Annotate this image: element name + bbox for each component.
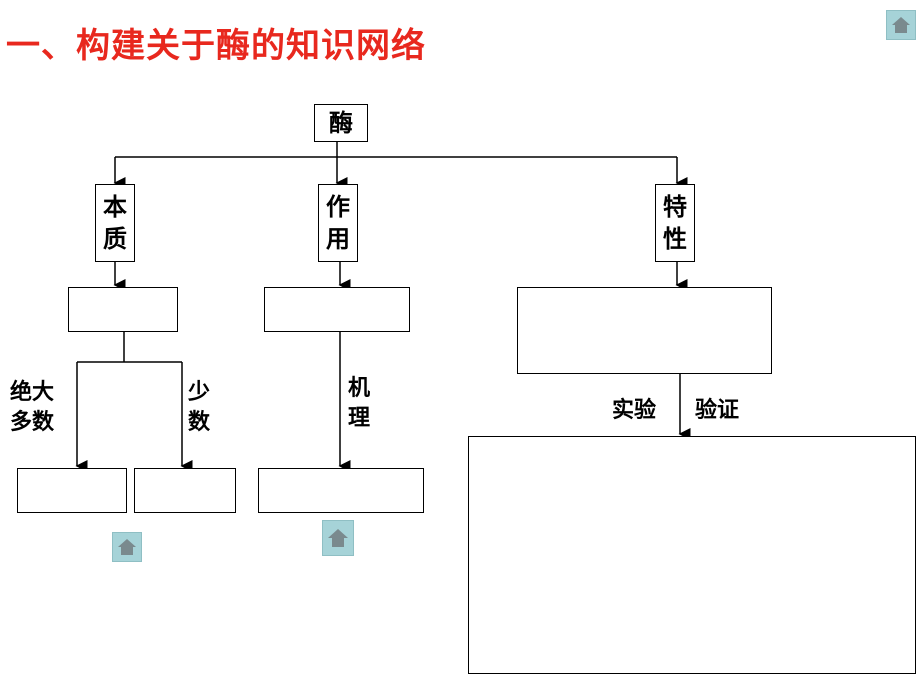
answer-box-minority[interactable] <box>134 468 236 513</box>
label-verify: 验证 <box>695 398 740 423</box>
branch-label-property: 特 性 <box>663 193 687 253</box>
home-icon <box>328 529 348 547</box>
answer-box-nature[interactable] <box>68 287 178 332</box>
branch-node-nature: 本 质 <box>95 184 135 262</box>
page-title: 一、构建关于酶的知识网络 <box>6 26 426 66</box>
branch-node-function: 作 用 <box>318 184 358 262</box>
home-button-function[interactable] <box>322 520 354 556</box>
answer-box-majority[interactable] <box>17 468 127 513</box>
answer-box-function[interactable] <box>264 287 410 332</box>
home-icon <box>892 17 910 33</box>
answer-box-property[interactable] <box>517 287 772 374</box>
answer-box-mechanism[interactable] <box>258 468 424 513</box>
root-node-enzyme: 酶 <box>314 104 368 142</box>
label-mechanism: 机 理 <box>348 376 371 431</box>
branch-label-nature: 本 质 <box>103 193 127 253</box>
branch-node-property: 特 性 <box>655 184 695 262</box>
label-experiment: 实验 <box>612 398 657 423</box>
home-button-nature[interactable] <box>112 532 142 562</box>
branch-label-function: 作 用 <box>326 193 350 253</box>
label-majority: 绝大 多数 <box>10 380 55 435</box>
answer-box-experiment[interactable] <box>468 436 916 674</box>
home-button-top[interactable] <box>886 10 916 40</box>
home-icon <box>118 539 136 555</box>
label-minority: 少 数 <box>188 380 211 435</box>
